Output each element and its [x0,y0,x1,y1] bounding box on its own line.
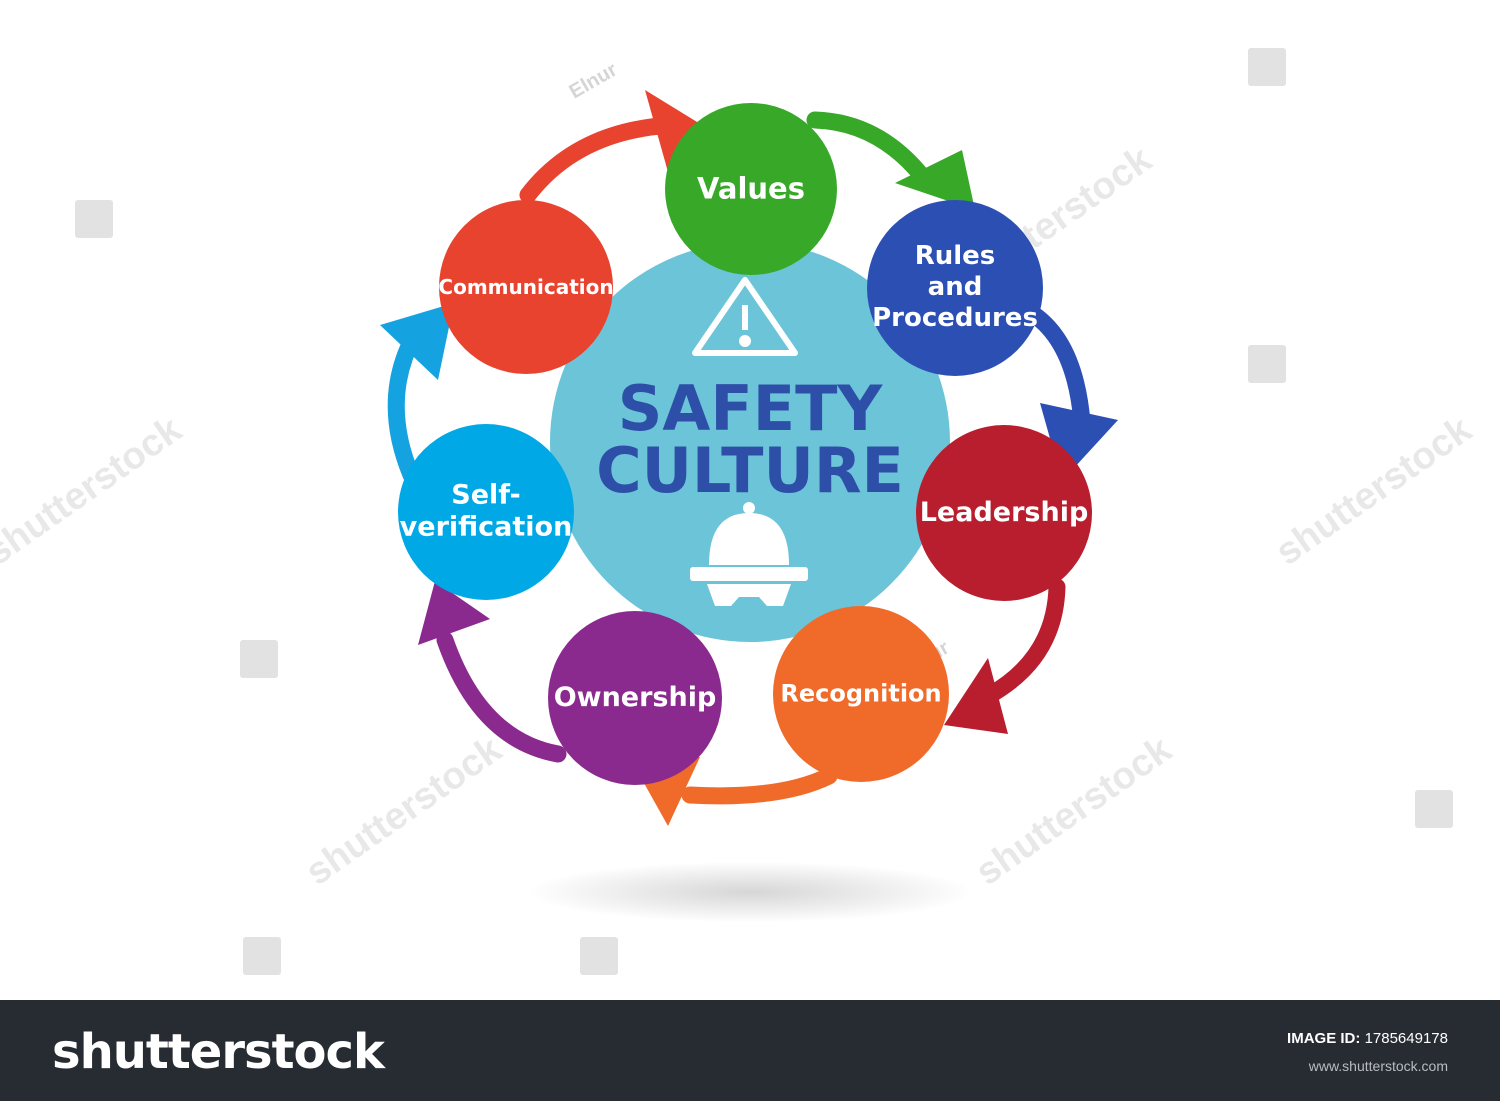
hard-hat-icon [690,502,808,606]
watermark-square [240,640,278,678]
arrow-self-verification-to-communication [380,303,454,484]
arrow-ownership-to-self-verification [418,581,567,763]
node-ownership [548,611,722,785]
node-recognition [773,606,949,782]
footer-logo: shutterstock [52,1024,385,1080]
arrow-body [681,767,838,805]
arrow-body [981,578,1066,704]
arrow-head [645,90,715,172]
node-label-self-verification: Self- verification [399,479,573,543]
node-label-communication: Communication [438,275,614,299]
node-label-recognition: Recognition [780,679,942,708]
arrow-body [1021,303,1091,431]
arrow-head [944,658,1008,734]
arrow-head [418,581,490,645]
node-label-rules: Rules and Procedures [872,241,1038,334]
image-id-value: 1785649178 [1364,1030,1448,1047]
node-self-verification [398,424,574,600]
node-leadership [916,425,1092,601]
watermark-square [75,200,113,238]
watermark-square [580,937,618,975]
arrow-body [806,111,931,185]
node-rules [867,200,1043,376]
footer-site: www.shutterstock.com [1308,1058,1448,1074]
watermark-square [1248,48,1286,86]
cycle-diagram [380,90,1118,826]
arrow-head [380,303,454,380]
arrow-body [387,327,423,484]
node-label-leadership: Leadership [919,496,1089,528]
arrow-body [519,116,682,204]
arrow-head [895,150,975,210]
arrow-leadership-to-recognition [944,578,1066,734]
warning-triangle-icon [692,277,798,356]
nodes-layer [398,103,1092,785]
node-label-ownership: Ownership [553,681,717,713]
arrow-body [436,631,567,763]
node-values [665,103,837,275]
watermark-square [1248,345,1286,383]
arrow-communication-to-values [519,90,715,204]
center-title: SAFETY CULTURE [596,372,904,507]
floor-shadow [530,862,970,922]
image-id: IMAGE ID: 1785649178 [1287,1030,1448,1047]
arrow-values-to-rules [806,111,975,210]
center-circle [550,242,950,642]
watermark-square [243,937,281,975]
watermark-square [1415,790,1453,828]
node-communication [439,200,613,374]
node-label-values: Values [697,171,805,206]
footer-bar: shutterstock IMAGE ID: 1785649178 www.sh… [0,1000,1500,1101]
image-id-label: IMAGE ID: [1287,1030,1361,1047]
